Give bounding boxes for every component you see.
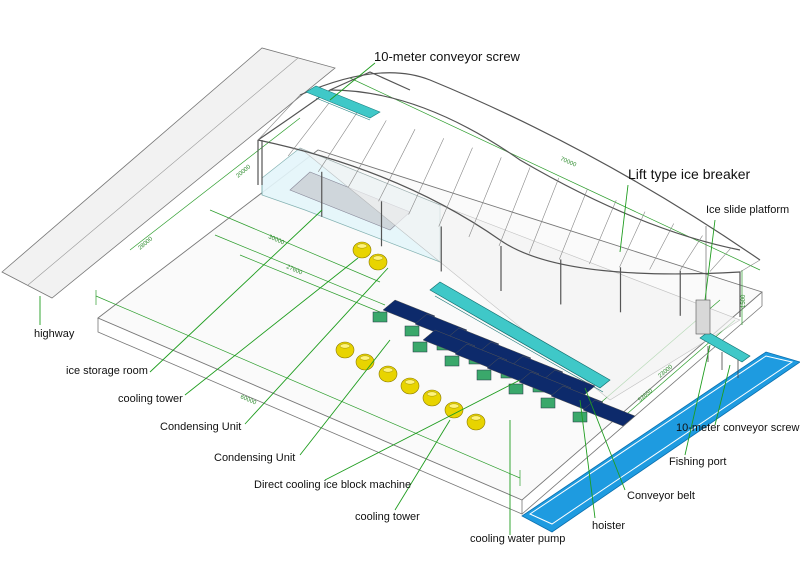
label-ice-slide-platform: Ice slide platform xyxy=(706,204,789,216)
label-condensing-unit-1: Condensing Unit xyxy=(160,421,241,433)
label-conveyor-belt: Conveyor belt xyxy=(627,490,695,502)
label-ice-block-machine: Direct cooling ice block machine xyxy=(254,479,411,491)
ice-block-machines xyxy=(372,299,636,427)
ice-breaker-platform xyxy=(695,226,711,335)
steel-roof-truss xyxy=(257,71,761,317)
label-hoister: hoister xyxy=(592,520,625,532)
label-cooling-tower-1: cooling tower xyxy=(118,393,183,405)
dim-1500: 1500 xyxy=(741,294,747,308)
label-cooling-water-pump: cooling water pump xyxy=(470,533,565,545)
label-highway: highway xyxy=(34,328,75,340)
dim-60000: 60000 xyxy=(239,394,257,406)
label-ice-storage-room: ice storage room xyxy=(66,365,148,377)
cooling-towers xyxy=(335,241,486,431)
label-conveyor-screw-bottom: 10-meter conveyor screw xyxy=(676,422,800,434)
dim-70000: 70000 xyxy=(559,156,577,169)
top-conveyor-screw xyxy=(305,85,381,121)
label-fishing-port: Fishing port xyxy=(669,456,726,468)
conveyor-belt xyxy=(429,281,611,393)
label-cooling-tower-2: cooling tower xyxy=(355,511,420,523)
label-condensing-unit-2: Condensing Unit xyxy=(214,452,295,464)
label-conveyor-screw-top: 10-meter conveyor screw xyxy=(374,49,521,64)
highway-strip xyxy=(1,47,336,299)
dim-28000: 28000 xyxy=(137,236,154,252)
leader-lines xyxy=(39,62,731,535)
label-lift-ice-breaker: Lift type ice breaker xyxy=(628,166,751,182)
